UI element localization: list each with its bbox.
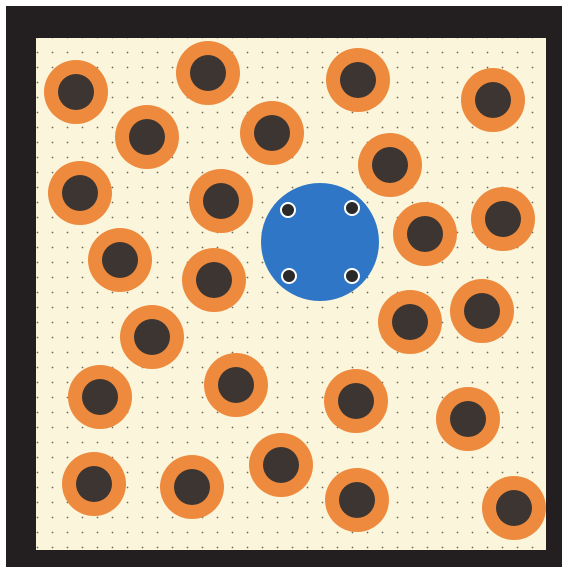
game-piece[interactable]	[482, 476, 546, 540]
game-piece[interactable]	[120, 305, 184, 369]
piece-center	[263, 447, 299, 483]
piece-center	[450, 401, 486, 437]
game-piece[interactable]	[450, 279, 514, 343]
game-piece[interactable]	[240, 101, 304, 165]
game-piece[interactable]	[68, 365, 132, 429]
piece-center	[190, 55, 226, 91]
blue-disc-hole	[345, 201, 359, 215]
game-piece[interactable]	[176, 41, 240, 105]
piece-center	[339, 482, 375, 518]
blue-disc-hole	[281, 203, 295, 217]
piece-center	[340, 62, 376, 98]
blue-disc-hole	[345, 269, 359, 283]
piece-center	[58, 74, 94, 110]
game-piece[interactable]	[325, 468, 389, 532]
special-piece-layer	[261, 183, 379, 301]
piece-center	[485, 201, 521, 237]
game-piece[interactable]	[324, 369, 388, 433]
piece-center	[496, 490, 532, 526]
piece-center	[203, 183, 239, 219]
game-piece[interactable]	[44, 60, 108, 124]
piece-center	[102, 242, 138, 278]
game-piece[interactable]	[378, 290, 442, 354]
blue-disc-hole	[282, 269, 296, 283]
piece-center	[254, 115, 290, 151]
piece-center	[76, 466, 112, 502]
piece-center	[62, 175, 98, 211]
piece-center	[196, 262, 232, 298]
game-piece[interactable]	[358, 133, 422, 197]
game-piece[interactable]	[182, 248, 246, 312]
piece-center	[218, 367, 254, 403]
game-piece[interactable]	[393, 202, 457, 266]
piece-center	[464, 293, 500, 329]
game-piece[interactable]	[204, 353, 268, 417]
piece-center	[392, 304, 428, 340]
piece-center	[134, 319, 170, 355]
piece-center	[82, 379, 118, 415]
piece-center	[475, 82, 511, 118]
game-piece[interactable]	[436, 387, 500, 451]
game-piece[interactable]	[471, 187, 535, 251]
game-piece[interactable]	[48, 161, 112, 225]
piece-center	[174, 469, 210, 505]
blue-disc	[261, 183, 379, 301]
game-piece[interactable]	[189, 169, 253, 233]
game-piece[interactable]	[88, 228, 152, 292]
piece-center	[372, 147, 408, 183]
piece-center	[338, 383, 374, 419]
piece-center	[129, 119, 165, 155]
game-piece[interactable]	[115, 105, 179, 169]
game-piece[interactable]	[160, 455, 224, 519]
game-piece[interactable]	[249, 433, 313, 497]
piece-center	[407, 216, 443, 252]
game-piece[interactable]	[326, 48, 390, 112]
game-piece[interactable]	[62, 452, 126, 516]
special-blue-piece[interactable]	[261, 183, 379, 301]
game-piece[interactable]	[461, 68, 525, 132]
